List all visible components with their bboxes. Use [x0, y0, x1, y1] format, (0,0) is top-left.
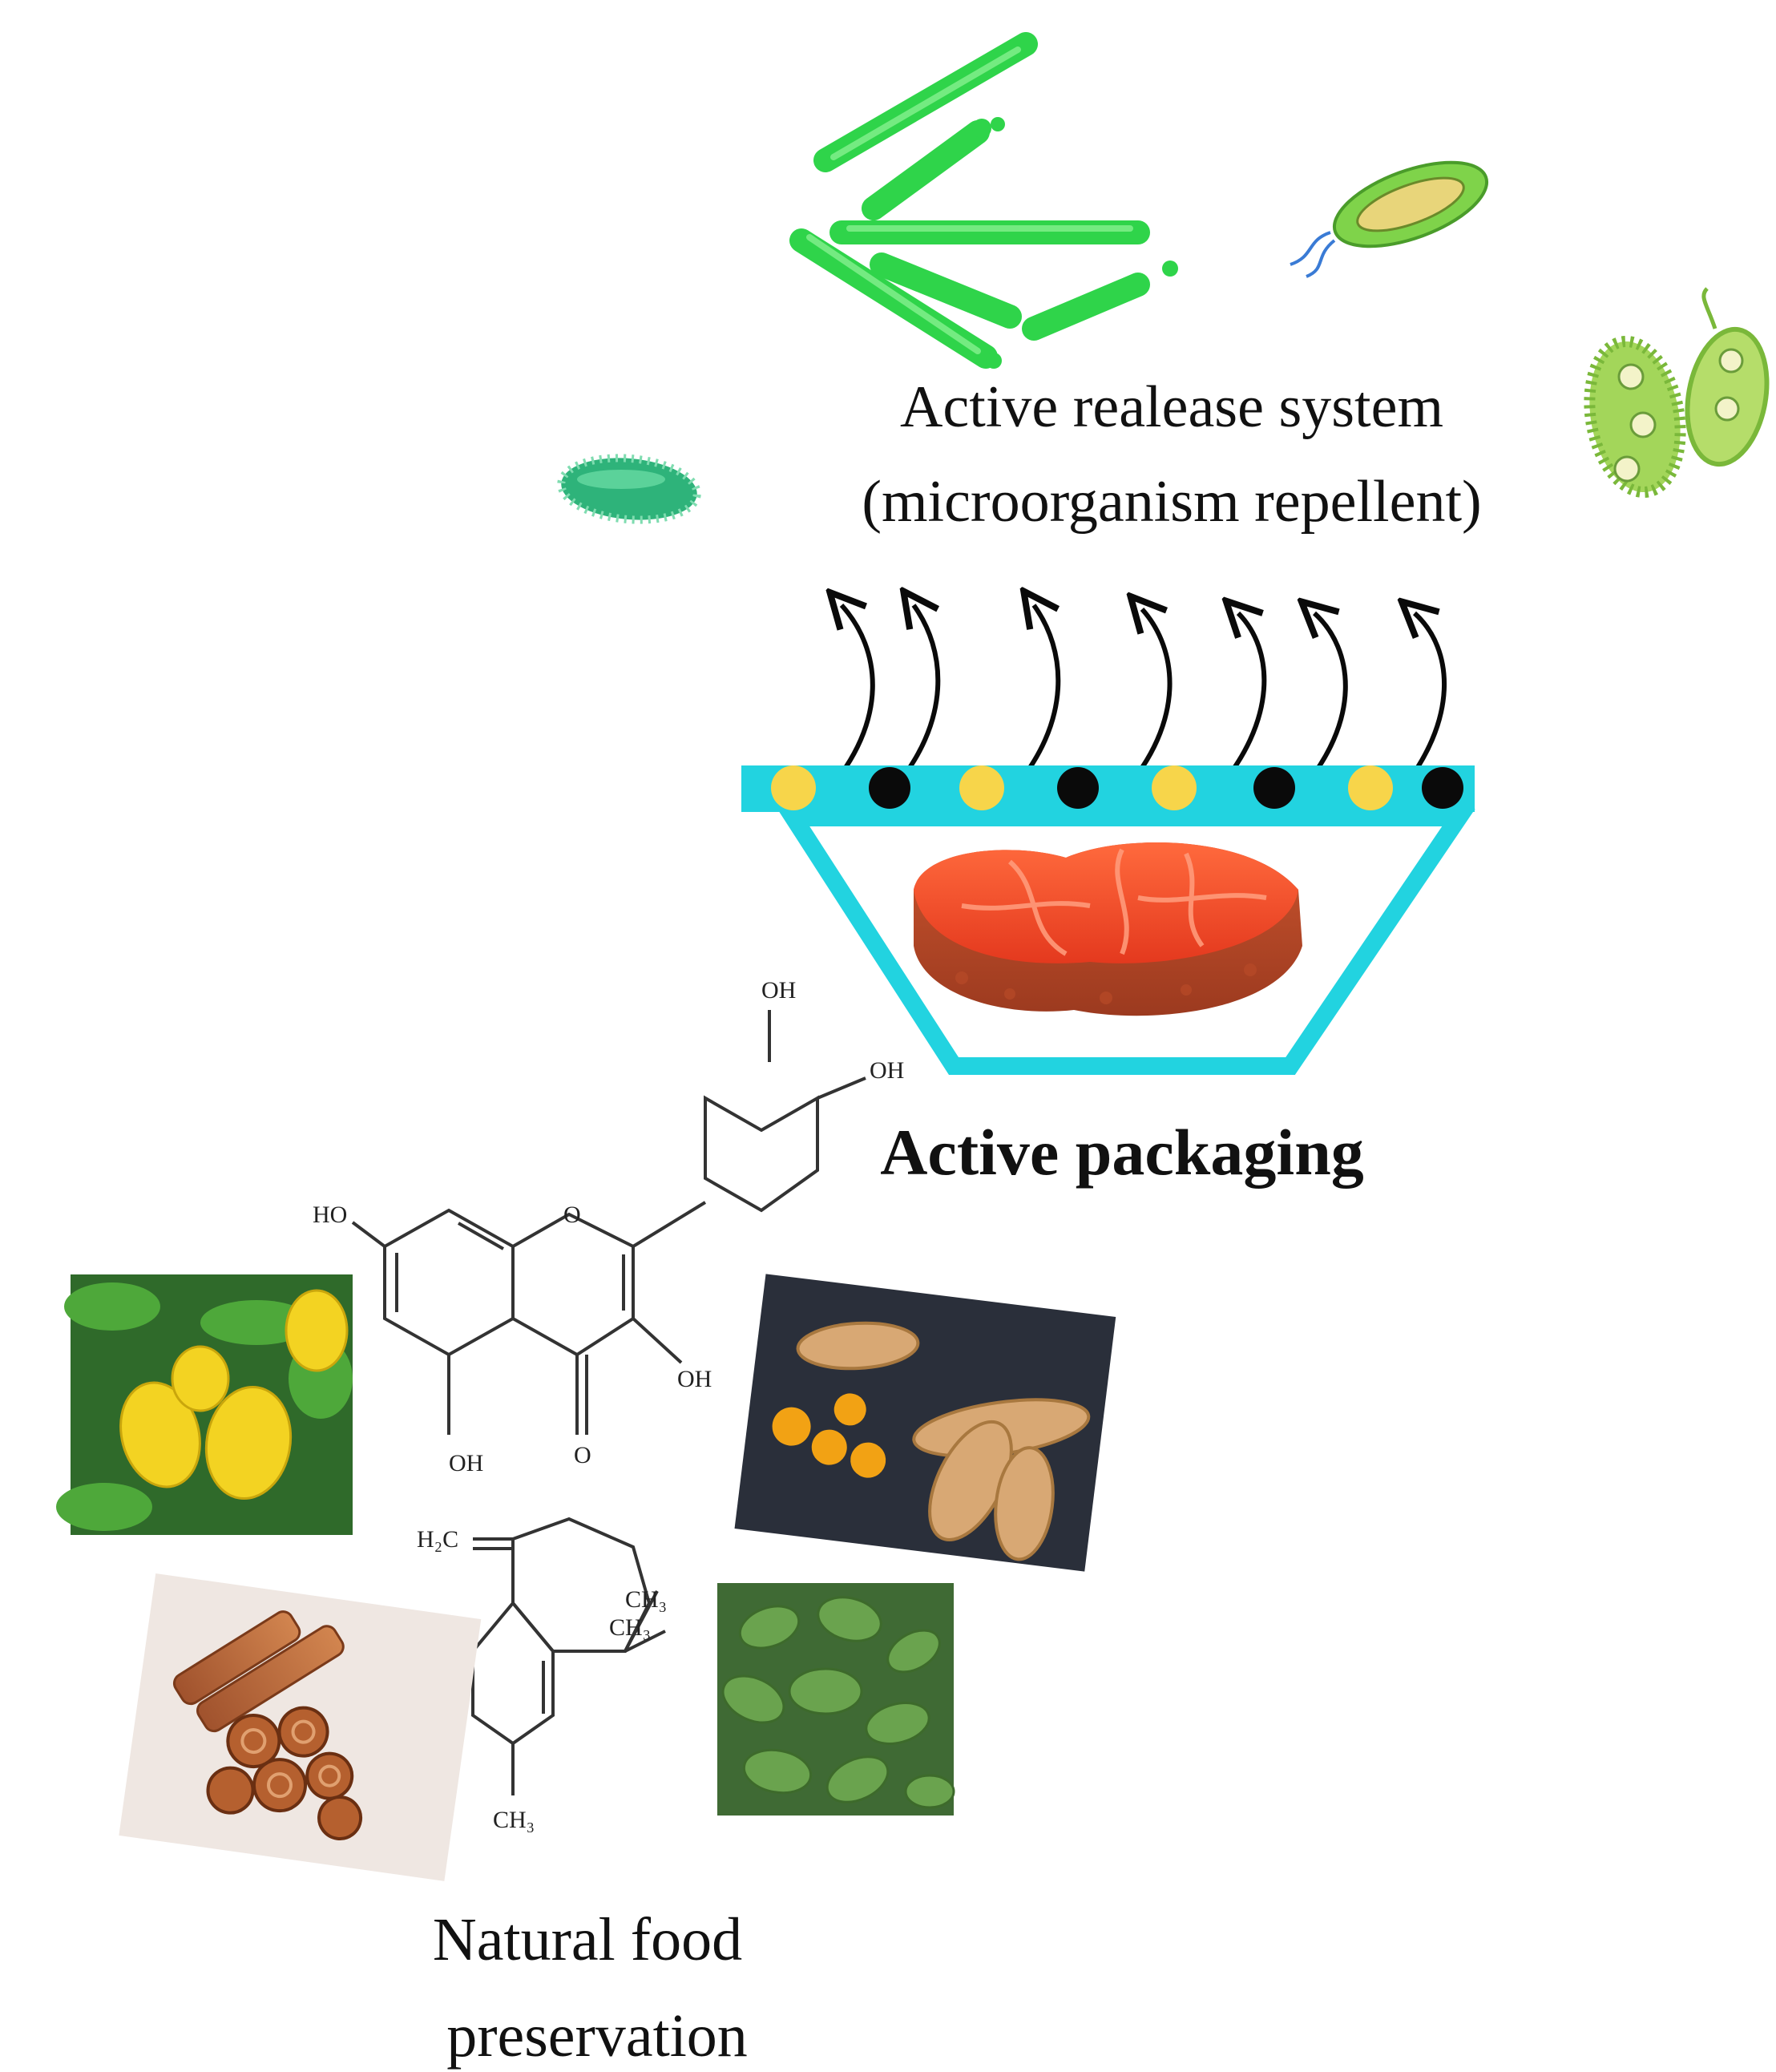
sesquiterpene-structure — [471, 1517, 666, 1795]
active-compound-dot-yellow — [771, 765, 816, 810]
microbe-diplo — [1584, 287, 1770, 499]
release-arrow — [823, 605, 875, 795]
active-compound-dot-yellow — [1348, 765, 1393, 810]
herbs-photo — [717, 1583, 955, 1816]
release-arrows — [823, 605, 1447, 795]
active-compound-dot-black — [1057, 767, 1099, 809]
microbe-small — [557, 454, 701, 524]
release-arrow — [887, 605, 941, 795]
active-compound-dots — [771, 765, 1463, 810]
chem-o-ring: O — [563, 1202, 581, 1228]
natural-label-line2: preservation — [446, 2002, 748, 2070]
release-label-line1: Active realease system — [900, 374, 1443, 440]
chem-ch3-a: CH₃ — [625, 1586, 667, 1613]
chem-h2c: H₂C — [417, 1526, 458, 1553]
active-compound-dot-black — [869, 767, 910, 809]
natural-label-line1: Natural food — [433, 1906, 742, 1973]
chem-oh-bottom: OH — [449, 1450, 483, 1476]
release-arrow — [1007, 605, 1061, 795]
active-compound-dot-black — [1422, 767, 1463, 809]
chem-ch3-c: CH₃ — [493, 1807, 535, 1833]
lemons-photo — [56, 1274, 353, 1535]
chem-ch3-b: CH₃ — [609, 1614, 651, 1641]
active-compound-dot-yellow — [1152, 765, 1197, 810]
chem-oh-right: OH — [870, 1057, 904, 1084]
active-compound-dot-yellow — [959, 765, 1004, 810]
flavonoid-structure — [351, 1010, 866, 1435]
meat-steak — [914, 842, 1302, 1016]
chem-oh-top: OH — [761, 977, 796, 1004]
active-packaging-tray — [741, 765, 1475, 1075]
cinnamon-photo — [119, 1573, 482, 1881]
turmeric-photo — [734, 1274, 1116, 1572]
release-label-line2: (microorganism repellent) — [862, 469, 1481, 535]
tray-body — [777, 809, 1475, 1075]
chem-ho-left: HO — [313, 1202, 347, 1228]
active-compound-dot-black — [1253, 767, 1295, 809]
chem-o-carbonyl: O — [574, 1442, 591, 1468]
packaging-label: Active packaging — [880, 1116, 1364, 1189]
chem-oh-mid: OH — [677, 1366, 712, 1392]
microbe-flagellated — [1290, 160, 1489, 278]
microbe-cluster-bacilli — [789, 32, 1178, 369]
